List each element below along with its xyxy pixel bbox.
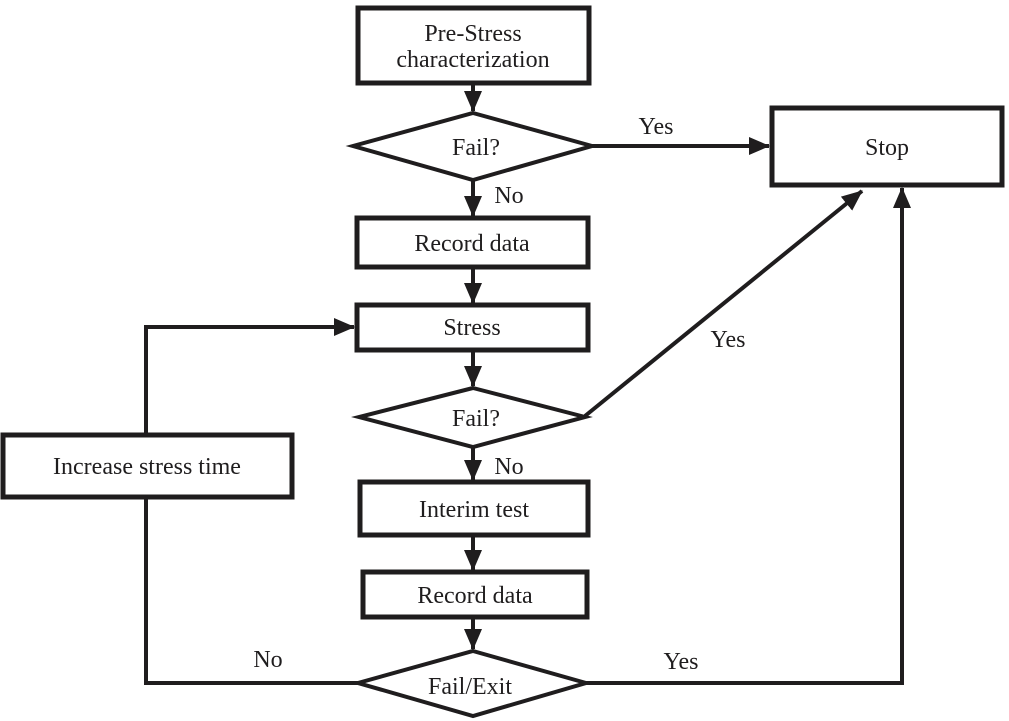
edge-label-fail2-no: No	[494, 454, 523, 480]
label-interim-test: Interim test	[419, 497, 529, 523]
edge-label-fail1-yes: Yes	[639, 114, 674, 140]
node-failexit-decision	[350, 648, 594, 719]
node-stop	[769, 105, 1005, 188]
edge-label-fail2-yes: Yes	[711, 327, 746, 353]
label-prestress-line1: Pre-Stress	[424, 21, 521, 47]
label-prestress-line2: characterization	[396, 47, 549, 73]
edge-label-failexit-yes: Yes	[664, 649, 699, 675]
label-failexit: Fail/Exit	[428, 674, 512, 700]
node-record-data-1	[354, 215, 591, 270]
node-fail2-decision	[351, 385, 593, 450]
edges	[144, 83, 911, 685]
node-labels: Pre-Stress characterization Fail? Stop R…	[53, 21, 909, 700]
node-prestress-characterization	[355, 5, 592, 86]
label-fail2: Fail?	[452, 406, 500, 432]
edge-failexit-no-loop-to-stress	[144, 318, 358, 685]
label-stop: Stop	[865, 135, 909, 161]
label-stress: Stress	[443, 315, 500, 341]
edge-label-fail1-no: No	[494, 183, 523, 209]
label-record-data-2: Record data	[417, 583, 533, 609]
node-fail1-decision	[345, 110, 600, 183]
edge-failexit-yes-to-stop	[586, 187, 911, 685]
node-record-data-2	[360, 569, 590, 620]
label-increase-stress-time: Increase stress time	[53, 454, 241, 480]
node-stress	[354, 302, 591, 353]
edge-fail2-yes-to-stop	[583, 189, 864, 418]
label-fail1: Fail?	[452, 135, 500, 161]
node-interim-test	[357, 479, 591, 538]
label-record-data-1: Record data	[414, 231, 530, 257]
nodes	[0, 5, 1005, 719]
edge-label-failexit-no: No	[253, 647, 282, 673]
node-increase-stress-time	[0, 432, 295, 500]
edge-labels: Yes No Yes No No Yes	[253, 114, 745, 675]
